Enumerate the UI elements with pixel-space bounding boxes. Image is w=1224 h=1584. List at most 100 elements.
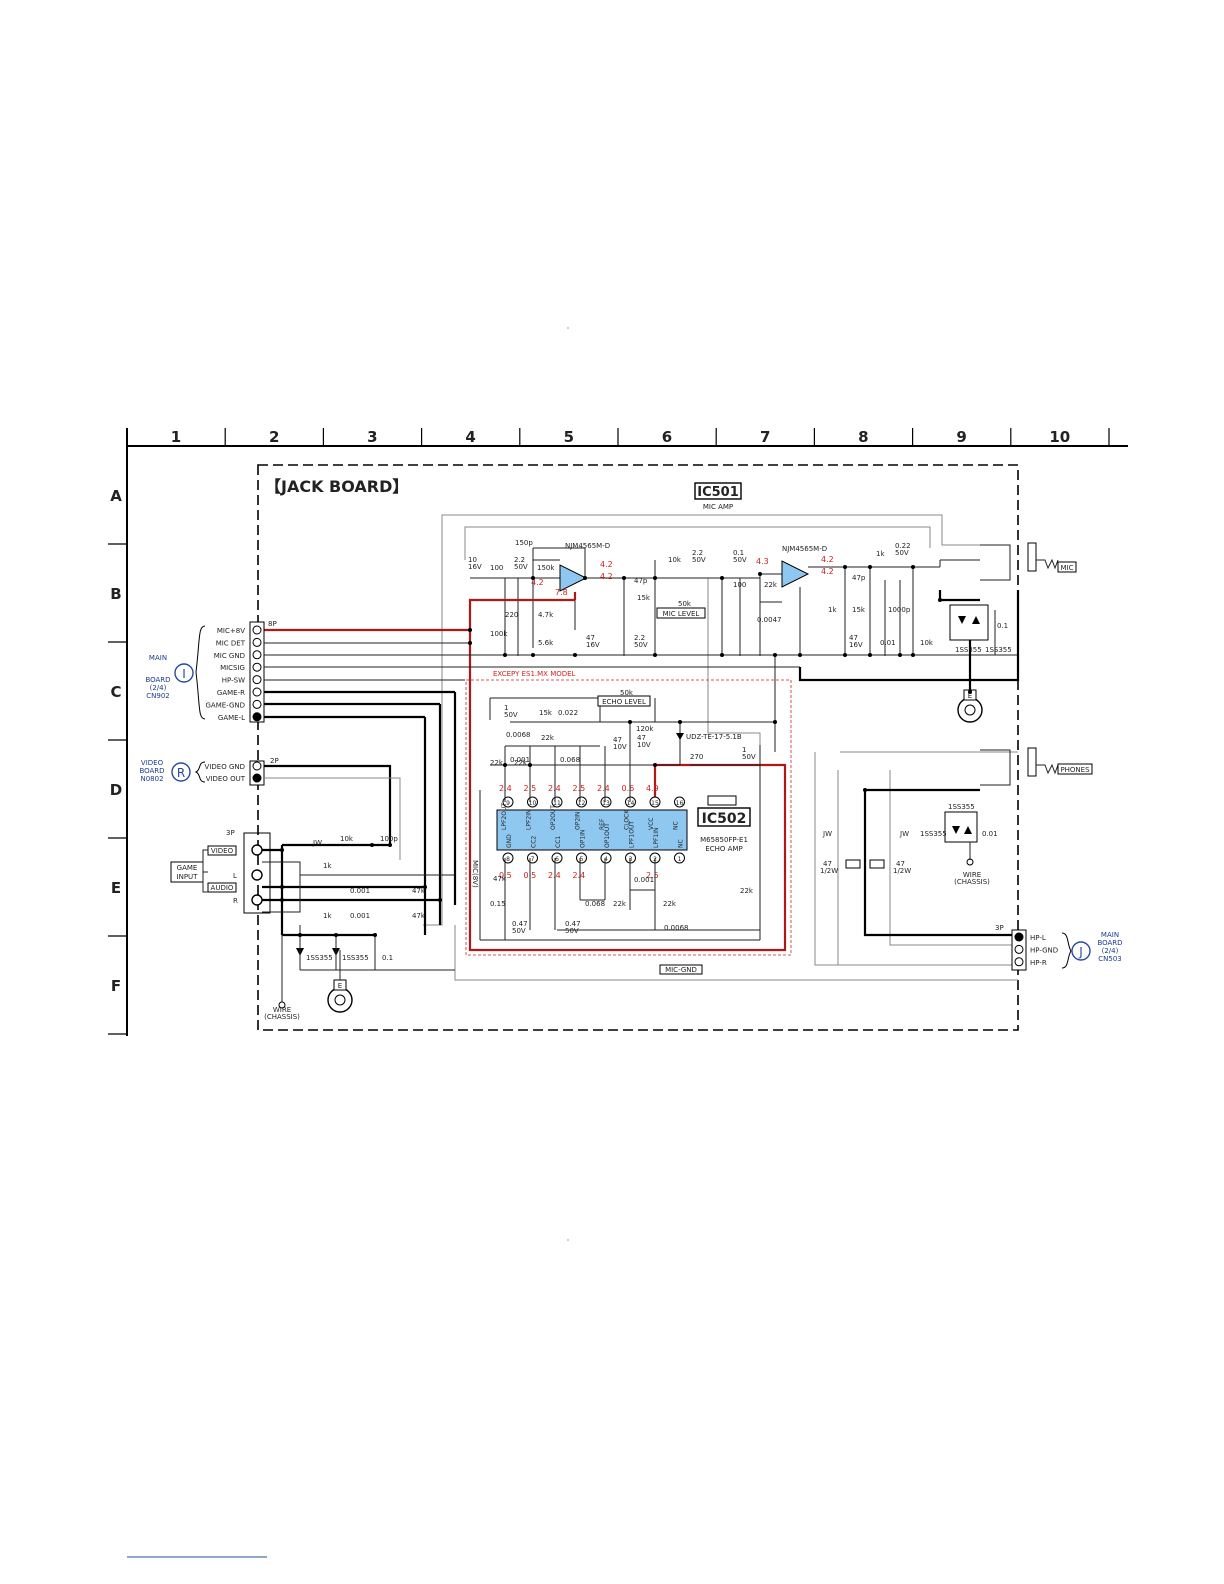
ic502-top-pin (576, 796, 587, 808)
zener-diode (676, 733, 684, 740)
ic502-top-pin (674, 796, 685, 808)
opamp-a1-part: NJM4565M-D (565, 542, 610, 550)
component-value-c047b: 0.47 (565, 920, 581, 928)
ic502-top-pin-label: OP2IN (575, 812, 582, 830)
mic-amp-section (470, 547, 980, 656)
component-value-r120k: 120k (636, 725, 654, 733)
page-mark-top (567, 327, 569, 329)
cn902-pin-label: MIC DET (216, 639, 246, 647)
mic-level-box (656, 607, 706, 619)
opamp-a1-voltage: 4.2 (600, 560, 613, 569)
component-value-r47k: 4.7k (538, 611, 554, 619)
component-value-c150p: 150p (515, 539, 533, 547)
component-value-c47b: 16V (849, 641, 863, 649)
game-l-label: L (233, 872, 237, 880)
ic502-top-pin-num: 11 (553, 800, 561, 807)
row-label-E: E (111, 879, 121, 897)
row-label-B: B (110, 585, 121, 603)
component-value-c47p: 47p (634, 577, 648, 585)
video-board-text: N0802 (140, 775, 163, 783)
diode-label-2: 1SS355 (985, 646, 1012, 654)
component-value-r220: 220 (505, 611, 518, 619)
page-mark-bottom (567, 1239, 569, 1241)
cn503-board-text: MAIN (1101, 931, 1119, 939)
game-pins-label: 3P (226, 829, 235, 837)
lug-e-label: E (968, 692, 972, 700)
r47e-val: 47 (823, 860, 832, 868)
component-value-r15ka: 15k (637, 594, 651, 602)
ic502-bottom-pin-label: NC (678, 839, 685, 848)
opamp-a2-voltage: 4.3 (756, 557, 769, 566)
junction (528, 763, 532, 767)
cn503-pins-label: 3P (995, 924, 1004, 932)
opamp-a2 (781, 560, 810, 588)
col-label-9: 9 (956, 428, 966, 446)
col-label-10: 10 (1049, 428, 1070, 446)
cn503-pin (1014, 944, 1024, 954)
left-wire-label: WIRE (273, 1006, 291, 1014)
ic502-bottom-pin-num: 5 (580, 856, 584, 863)
component-value-c22b: 50V (634, 641, 648, 649)
board-outline (257, 464, 1019, 1031)
ic502-desc: ECHO AMP (705, 845, 742, 853)
cn902-pin (252, 712, 262, 722)
ic502-bottom-pin-label: OP1OUT (604, 823, 611, 848)
opamp-a1-voltage: 4.2 (600, 572, 613, 581)
component-value-c0068b: 0.068 (560, 756, 580, 764)
badge-r-text: R (177, 766, 185, 780)
r47f-val: 47 (896, 860, 905, 868)
col-label-7: 7 (760, 428, 770, 446)
junction (773, 653, 777, 657)
component-value-c47d: 10V (637, 741, 651, 749)
component-value-r1kd: 1k (323, 912, 332, 920)
component-value-c47a: 47 (586, 634, 595, 642)
opamp-a2-voltage: 4.2 (821, 555, 834, 564)
ic502-top-pin-num: 15 (651, 800, 659, 807)
cn503-board-text: BOARD (1097, 939, 1122, 947)
component-value-c022b: 0.022 (558, 709, 578, 717)
ic502-bottom-pin-voltage: 2.4 (573, 871, 586, 880)
component-value-c10: 10 (468, 556, 477, 564)
component-value-r22kf: 22k (663, 900, 677, 908)
component-value-r100k: 100k (490, 630, 508, 638)
row-label-F: F (111, 977, 121, 995)
ic502-top-pin-label: REF (599, 818, 606, 830)
component-value-c1: 50V (504, 711, 518, 719)
component-value-c0001: 0.001 (510, 756, 530, 764)
opamp-a2-part: NJM4565M-D (782, 545, 827, 553)
component-value-c47c: 10V (613, 743, 627, 751)
col-label-4: 4 (465, 428, 475, 446)
ic502-top-pin-num: 10 (529, 800, 537, 807)
ic502-bottom-pin-voltage: 2.5 (646, 871, 659, 880)
junction (373, 933, 377, 937)
component-value-c0001d: 0.001 (350, 912, 370, 920)
echo-pot-value: 50k (620, 689, 634, 697)
component-value-r15kb: 15k (852, 606, 866, 614)
junction (388, 843, 392, 847)
junction (280, 848, 284, 852)
component-value-c22c: 50V (692, 556, 706, 564)
mic-gnd-tag (659, 964, 703, 975)
component-value-r15kc: 15k (539, 709, 553, 717)
component-value-c100p: 100p (380, 835, 398, 843)
left-diode-label-2: 1SS355 (342, 954, 369, 962)
phones-protect-diodes: 1SS355 1SS355 0.01 WIRE (CHASSIS) JW JW … (820, 803, 998, 886)
ic502: IC502 M65850FP-E1 ECHO AMP 9LPF2OUT2.410… (496, 784, 751, 880)
game-input: 3P GAME INPUT VIDEO AUDIO L R E WIRE (CH… (170, 829, 455, 1021)
junction (583, 576, 587, 580)
ic502-top-pin-num: 16 (676, 800, 684, 807)
ic502-top-pin-label: VCC (648, 818, 655, 830)
component-value-c01a: 50V (733, 556, 747, 564)
ic502-bottom-pin (600, 852, 612, 864)
component-value-c0001c: 0.001 (350, 887, 370, 895)
mic-level-label: MIC LEVEL (663, 610, 700, 618)
junction (531, 653, 535, 657)
junction (503, 653, 507, 657)
ic502-bottom-pin-label: GND (506, 834, 513, 848)
junction (280, 898, 284, 902)
junction (653, 653, 657, 657)
component-value-r10kb: 10k (920, 639, 934, 647)
opamp-a2-voltage: 4.2 (821, 567, 834, 576)
